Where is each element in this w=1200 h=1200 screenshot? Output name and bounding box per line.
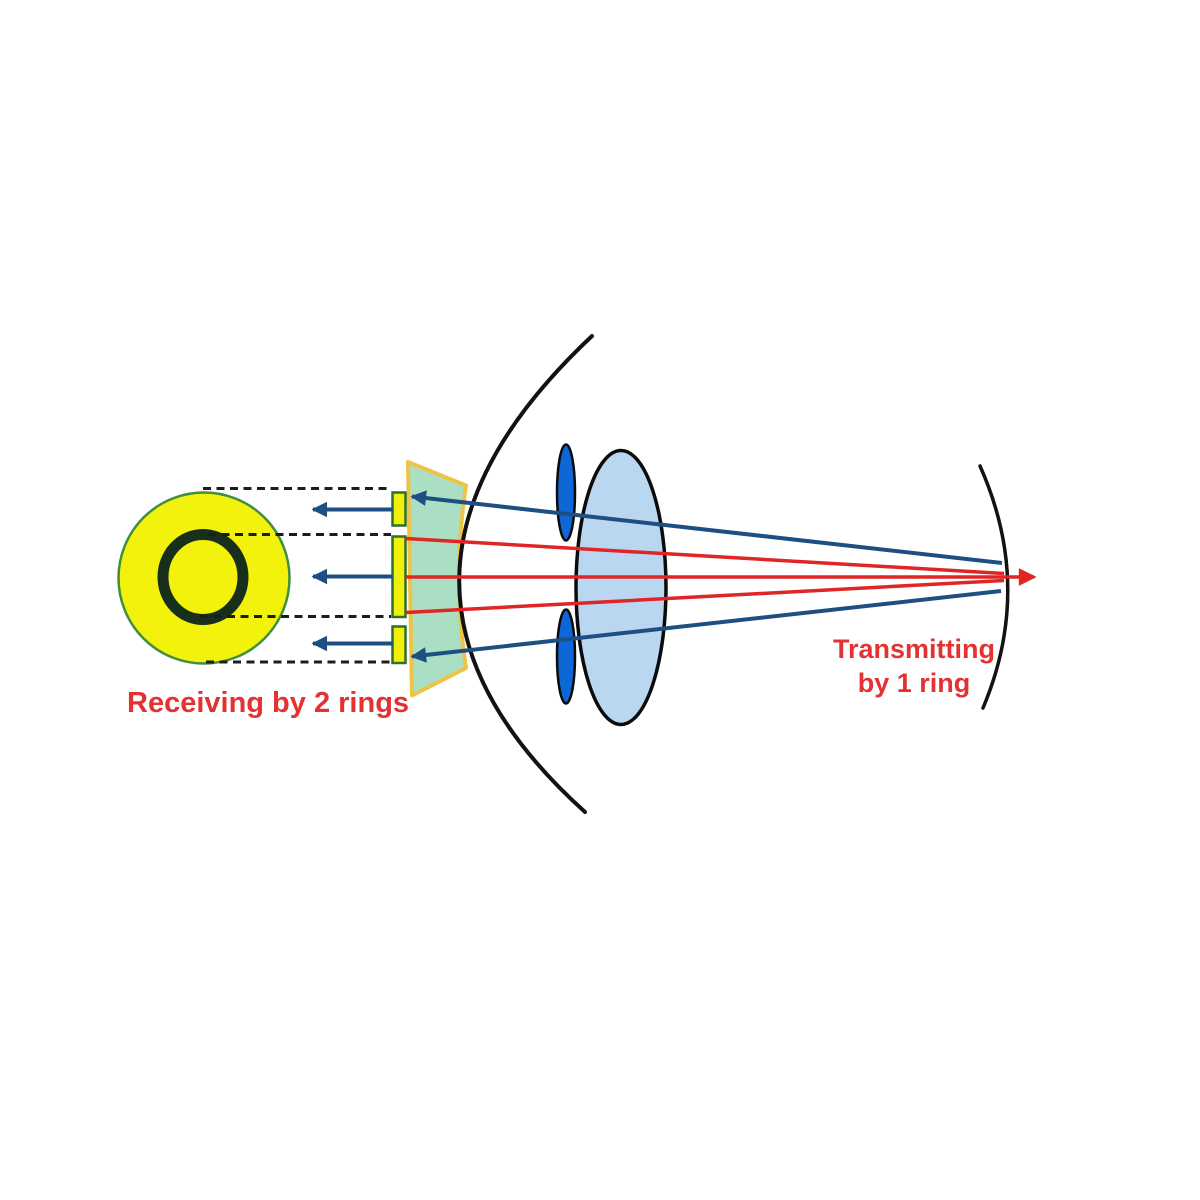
iris-bottom bbox=[555, 608, 577, 705]
blue-echo-bottom bbox=[410, 589, 1002, 663]
retina-curve bbox=[978, 464, 1010, 710]
transmitting-label-line2: by 1 ring bbox=[858, 668, 971, 698]
transmit-ring-annulus bbox=[157, 529, 249, 625]
receive-echo-rays bbox=[410, 490, 1003, 663]
face-outer-disc bbox=[117, 491, 291, 665]
red-ray-upper bbox=[405, 536, 1005, 576]
element-top-ring bbox=[391, 491, 407, 527]
dashed-guides bbox=[200, 487, 391, 664]
eye-lens bbox=[574, 448, 668, 727]
receive-output-arrows bbox=[311, 501, 393, 652]
element-bottom-ring bbox=[391, 625, 407, 665]
eye-anatomy bbox=[457, 334, 1010, 814]
blue-echo-top bbox=[410, 490, 1003, 565]
cornea-curve bbox=[457, 334, 594, 814]
transducer-face-view bbox=[117, 491, 291, 665]
receiving-label: Receiving by 2 rings bbox=[127, 687, 409, 719]
iris-top bbox=[555, 443, 577, 542]
element-center-ring bbox=[391, 535, 407, 619]
transmitting-label-line1: Transmitting bbox=[833, 634, 995, 664]
red-ray-lower bbox=[405, 578, 1005, 615]
transmit-rays bbox=[405, 536, 1037, 615]
array-elements bbox=[391, 491, 407, 665]
